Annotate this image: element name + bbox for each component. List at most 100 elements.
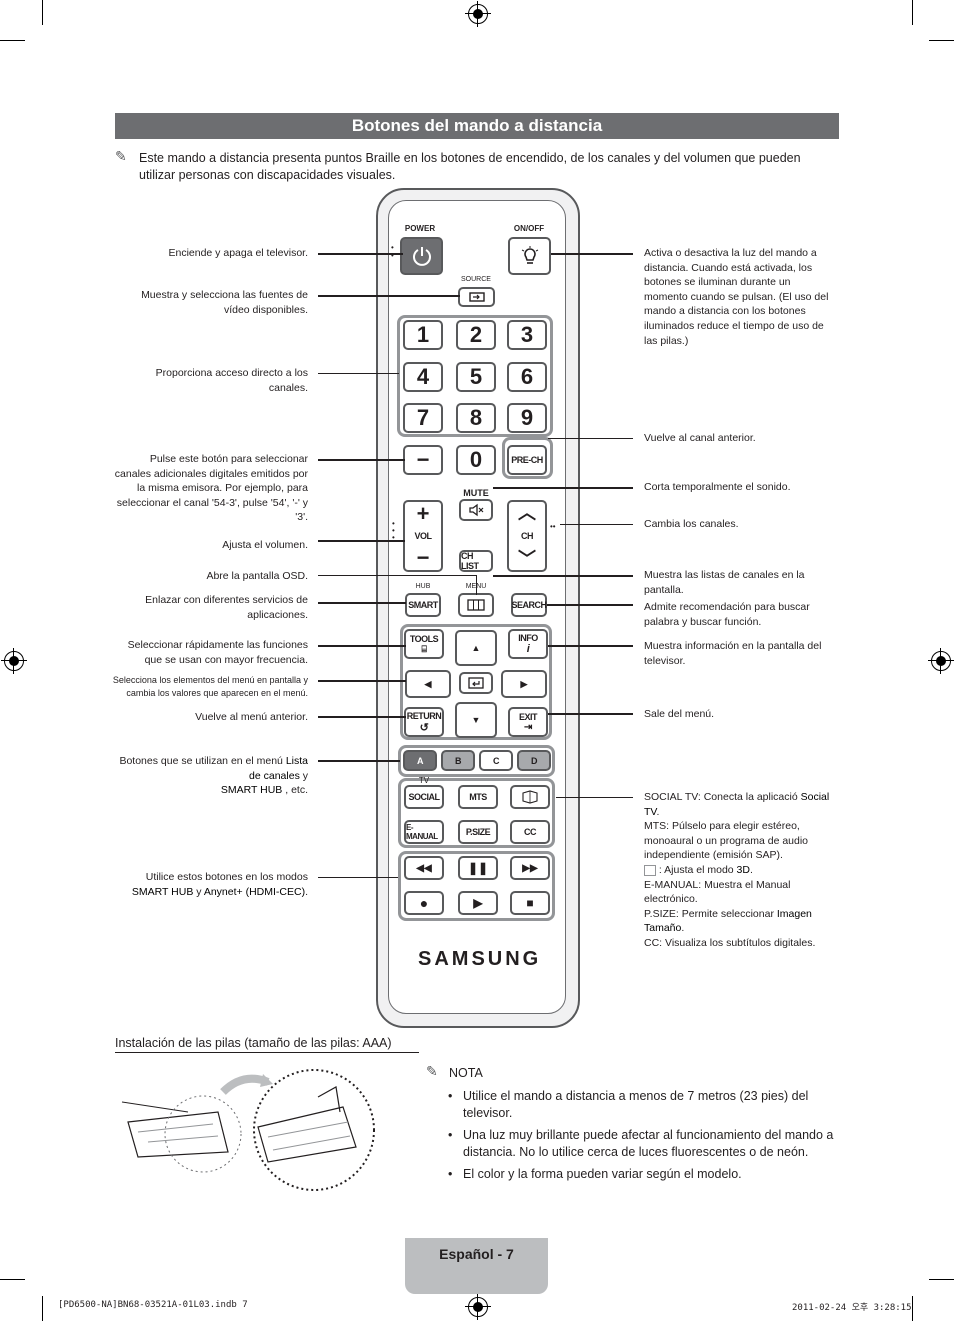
color-d-button[interactable]: D bbox=[517, 750, 551, 771]
stop-button[interactable]: ■ bbox=[510, 891, 550, 915]
search-button[interactable]: SEARCH bbox=[511, 593, 547, 617]
callout-key: MTS bbox=[644, 820, 667, 833]
digit-4-button[interactable]: 4 bbox=[403, 362, 443, 392]
power-button[interactable] bbox=[400, 237, 443, 275]
callout-text-bold: Lista de canales bbox=[249, 755, 308, 782]
callout-text-bold: 3D bbox=[736, 863, 750, 876]
callout-text: Utilice estos botones en los modos bbox=[145, 871, 308, 883]
mts-button[interactable]: MTS bbox=[458, 785, 498, 809]
tools-button[interactable]: TOOLS ⌸ bbox=[404, 629, 444, 659]
digit-0-button[interactable]: 0 bbox=[456, 445, 496, 475]
source-button[interactable] bbox=[458, 287, 495, 307]
number-pad bbox=[397, 315, 553, 437]
dash-button[interactable]: − bbox=[403, 445, 443, 475]
crop-mark bbox=[42, 0, 43, 25]
callout-text: : Ajusta el modo bbox=[656, 863, 737, 876]
digit-3-button[interactable]: 3 bbox=[507, 320, 547, 350]
return-button[interactable]: RETURN ↺ bbox=[404, 707, 444, 737]
social-tv-button[interactable]: SOCIAL bbox=[404, 785, 444, 809]
color-b-button[interactable]: B bbox=[441, 750, 475, 771]
left-arrow-button[interactable]: ◀ bbox=[405, 670, 451, 698]
callout-text-bold: Imagen Tamaño bbox=[644, 907, 812, 935]
braille-dots: ••• bbox=[392, 519, 395, 542]
leader-line bbox=[318, 877, 398, 878]
up-arrow-button[interactable]: ▲ bbox=[455, 630, 497, 666]
play-button[interactable]: ▶ bbox=[458, 891, 498, 915]
color-c-button[interactable]: C bbox=[479, 750, 513, 771]
chlist-button[interactable]: CH LIST bbox=[459, 550, 493, 572]
tv-label: TV bbox=[418, 776, 430, 785]
callout-color-buttons: Botones que se utilizan en el menú Lista… bbox=[112, 754, 308, 798]
leader-line bbox=[318, 253, 403, 255]
callout-chlist: Muestra las listas de canales en la pant… bbox=[644, 569, 805, 596]
menu-icon bbox=[467, 599, 485, 611]
rewind-button[interactable]: ◀◀ bbox=[404, 856, 444, 880]
volume-rocker[interactable]: + VOL − bbox=[403, 500, 443, 572]
emanual-button[interactable]: E-MANUAL bbox=[404, 820, 444, 844]
digit-2-button[interactable]: 2 bbox=[456, 320, 496, 350]
note-heading: NOTA bbox=[449, 1066, 483, 1080]
leader-line bbox=[548, 645, 633, 647]
crop-mark bbox=[0, 1279, 25, 1280]
cc-button[interactable]: CC bbox=[510, 820, 550, 844]
source-label: SOURCE bbox=[461, 276, 491, 283]
callout-text-bold: Social TV bbox=[644, 791, 830, 818]
ch-label: CH bbox=[521, 531, 534, 541]
leader-line bbox=[493, 487, 633, 489]
channel-rocker[interactable]: ︿ CH ﹀ bbox=[507, 500, 547, 572]
crop-mark bbox=[912, 1296, 913, 1321]
record-button[interactable]: ● bbox=[404, 891, 444, 915]
callout-text: , etc. bbox=[282, 784, 308, 797]
digit-8-button[interactable]: 8 bbox=[456, 403, 496, 433]
hub-label: HUB bbox=[415, 583, 431, 590]
3d-button[interactable] bbox=[510, 785, 550, 809]
note-bullet: El color y la forma pueden variar según … bbox=[448, 1166, 838, 1183]
callout-text-bold: SMART HUB bbox=[220, 784, 283, 797]
page-number: Español - 7 bbox=[439, 1246, 514, 1262]
menu-button[interactable] bbox=[458, 593, 494, 617]
exit-button[interactable]: EXIT ⇥ bbox=[508, 707, 548, 737]
battery-section-title: Instalación de las pilas (tamaño de las … bbox=[115, 1036, 392, 1050]
onoff-button[interactable] bbox=[508, 237, 551, 275]
prech-group bbox=[502, 437, 553, 479]
tools-label: TOOLS bbox=[409, 633, 439, 644]
right-arrow-button[interactable]: ▶ bbox=[501, 670, 547, 698]
psize-button[interactable]: P.SIZE bbox=[458, 820, 498, 844]
prech-button[interactable]: PRE-CH bbox=[507, 445, 547, 475]
up-arrow-icon: ▲ bbox=[471, 643, 481, 653]
pause-button[interactable]: ❚❚ bbox=[458, 856, 498, 880]
3d-small-icon bbox=[644, 864, 656, 876]
light-bulb-icon bbox=[521, 246, 538, 264]
color-a-button[interactable]: A bbox=[403, 750, 437, 771]
callout-dash: Pulse este botón para seleccionar canale… bbox=[114, 453, 308, 524]
enter-button[interactable] bbox=[459, 672, 493, 694]
digit-7-button[interactable]: 7 bbox=[403, 403, 443, 433]
callout-text: y bbox=[299, 769, 308, 782]
callout-search: Admite recomendación para buscar palabra… bbox=[644, 601, 810, 628]
crop-mark bbox=[912, 0, 913, 25]
leader-line bbox=[318, 645, 406, 647]
mute-button[interactable] bbox=[459, 499, 493, 521]
callout-prech: Vuelve al canal anterior. bbox=[644, 432, 756, 444]
leader-line bbox=[318, 295, 460, 297]
leader-line bbox=[547, 604, 633, 606]
callout-volume: Ajusta el volumen. bbox=[222, 539, 308, 551]
vol-label: VOL bbox=[414, 531, 432, 541]
fast-forward-icon: ▶▶ bbox=[522, 862, 538, 874]
callout-exit: Sale del menú. bbox=[644, 708, 715, 720]
digit-5-button[interactable]: 5 bbox=[456, 362, 496, 392]
leader-line bbox=[318, 540, 405, 542]
callout-tools: Seleccionar rápidamente las funciones qu… bbox=[127, 639, 308, 666]
down-arrow-button[interactable]: ▼ bbox=[455, 702, 497, 738]
info-button[interactable]: INFO i bbox=[508, 629, 548, 659]
leader-line bbox=[476, 575, 477, 595]
samsung-logo: SAMSUNG bbox=[418, 948, 542, 970]
digit-1-button[interactable]: 1 bbox=[403, 320, 443, 350]
crop-mark bbox=[929, 40, 954, 41]
smart-hub-button[interactable]: SMART bbox=[405, 593, 441, 617]
leader-line bbox=[318, 575, 476, 576]
fast-forward-button[interactable]: ▶▶ bbox=[510, 856, 550, 880]
digit-9-button[interactable]: 9 bbox=[507, 403, 547, 433]
digit-6-button[interactable]: 6 bbox=[507, 362, 547, 392]
braille-dots: •• bbox=[550, 522, 556, 531]
